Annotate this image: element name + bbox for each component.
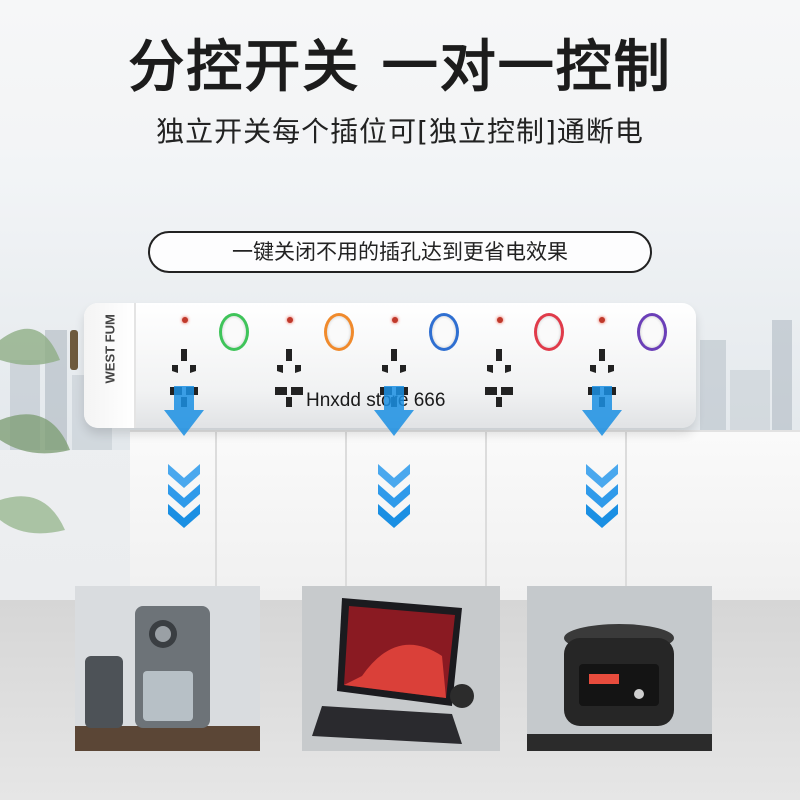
- indicator-led: [287, 317, 293, 323]
- plant-decoration: [0, 328, 70, 534]
- feature-pill: 一键关闭不用的插孔达到更省电效果: [148, 231, 652, 273]
- arrow-down-icon: [374, 386, 414, 528]
- arrow-down-icon: [164, 386, 204, 528]
- store-watermark: Hnxdd store 666: [306, 390, 446, 411]
- indicator-led: [182, 317, 188, 323]
- power-cord: [70, 330, 78, 370]
- photo-water-dispenser: [75, 586, 260, 751]
- indicator-led: [497, 317, 503, 323]
- outlet-socket-4: [485, 349, 513, 407]
- strip-end-cap: WEST FUM: [84, 303, 136, 428]
- indicator-led: [599, 317, 605, 323]
- photo-rice-cooker: [527, 586, 712, 751]
- outlet-switch-2: [324, 313, 354, 351]
- outlet-switch-3: [429, 313, 459, 351]
- arrow-down-icon: [582, 386, 622, 528]
- page-title: 分控开关 一对一控制: [128, 35, 672, 100]
- page-subtitle: 独立开关每个插位可[独立控制]通断电: [156, 115, 644, 148]
- outlet-switch-1: [219, 313, 249, 351]
- background-cabinet: [130, 430, 800, 602]
- brand-label: WEST FUM: [102, 314, 118, 384]
- outlet-switch-5: [637, 313, 667, 351]
- outlet-switch-4: [534, 313, 564, 351]
- outlet-socket-2: [275, 349, 303, 407]
- indicator-led: [392, 317, 398, 323]
- photo-tablet: [302, 586, 500, 751]
